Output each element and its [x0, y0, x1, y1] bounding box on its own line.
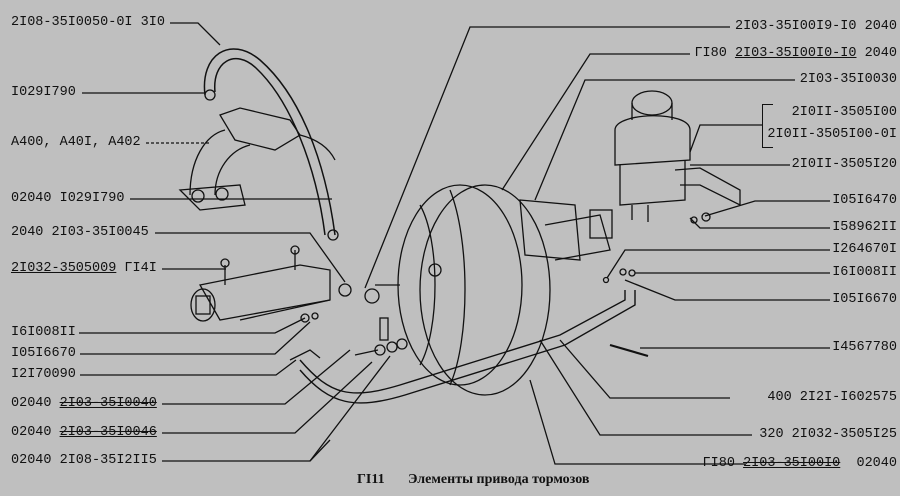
brake-booster	[375, 184, 613, 396]
part-prefix: ГI80	[694, 46, 735, 61]
label-nut: I6I008II	[11, 325, 76, 340]
brake-pipes	[299, 268, 649, 404]
part-prefix: 02040	[11, 396, 60, 411]
label-booster: ГI80 2I03-35I00I0-I0 2040	[694, 46, 897, 62]
part-number: 2I032-3505009	[11, 261, 117, 276]
label-washer: I05I6670	[11, 346, 76, 361]
label-booster-old: ГI80 2I03-35I00I0 02040	[703, 456, 897, 472]
part-number: 2I03-35I00I0-I0	[734, 46, 857, 61]
fluid-reservoir	[614, 90, 741, 224]
label-bolt: I2I70090	[11, 367, 76, 382]
label-reservoir-alt: 2I0II-3505I00-0I	[767, 127, 897, 142]
part-prefix: ГI80	[702, 456, 744, 471]
label-part-r1: I264670I	[832, 242, 897, 257]
label-nut-r: I58962II	[832, 220, 897, 235]
label-clamp: I029I790	[11, 85, 76, 100]
figure-number: ГI11	[357, 472, 385, 487]
figure-title: Элементы привода тормозов	[408, 472, 590, 487]
label-reservoir: 2I0II-3505I00	[791, 105, 897, 120]
label-master-cylinder: 2I032-3505009 ГI4I	[11, 261, 157, 277]
label-pipe-2: 02040 2I03-35I0046	[11, 425, 157, 441]
intake-manifold	[178, 107, 336, 211]
fittings	[289, 283, 408, 361]
label-fitting: 2040 2I03-35I0045	[11, 225, 149, 240]
part-number: 2I03-35I0046	[59, 425, 157, 440]
part-number: 2I03-35I0040	[59, 396, 157, 411]
leader-lines-left	[79, 22, 391, 462]
label-washer-r2: I05I6670	[832, 292, 897, 307]
part-suffix: 2040	[856, 46, 897, 61]
label-pipe-1: 02040 2I03-35I0040	[11, 396, 157, 412]
label-booster-assy: 2I03-35I00I9-I0 2040	[734, 19, 897, 34]
label-pin: I4567780	[832, 340, 897, 355]
label-pipe-r: 320 2I032-3505I25	[759, 427, 897, 442]
label-manifold: A400, A40I, A402	[11, 135, 141, 150]
part-suffix: ГI4I	[116, 261, 157, 276]
label-hose: 2I08-35I0050-0I 3I0	[11, 15, 165, 30]
master-cylinder	[190, 245, 331, 322]
part-number: 2I03-35I00I0	[743, 456, 841, 471]
part-prefix: 02040	[11, 425, 60, 440]
label-gasket: 2I03-35I0030	[799, 72, 897, 87]
leader-lines-right	[364, 26, 830, 465]
bracket-line	[762, 104, 773, 148]
label-nut-r2: I6I008II	[832, 265, 897, 280]
vacuum-hose	[203, 48, 339, 241]
label-washer-r: I05I6470	[832, 193, 897, 208]
part-suffix: 02040	[840, 456, 897, 471]
label-reservoir-bracket: 2I0II-3505I20	[791, 157, 897, 172]
label-hose-r: 400 2I2I-I602575	[767, 390, 897, 405]
label-pipe-3: 02040 2I08-35I2II5	[11, 453, 157, 468]
label-clamp-2: 02040 I029I790	[11, 191, 125, 206]
